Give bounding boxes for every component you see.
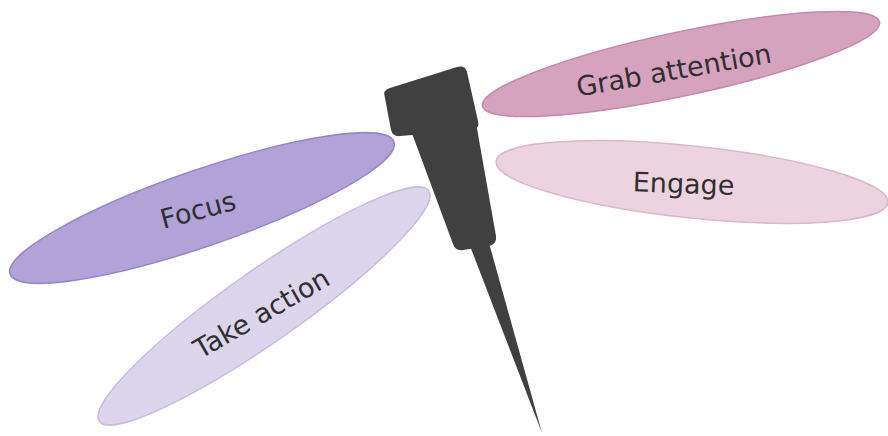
wing-ellipse — [79, 161, 450, 436]
wing-label: Engage — [633, 166, 736, 201]
wing-node: Grab attention — [475, 0, 888, 139]
wing-ellipse — [476, 0, 886, 138]
dragonfly-head — [384, 67, 478, 137]
dragonfly-tail — [470, 243, 542, 433]
wing-node: Engage — [491, 125, 888, 240]
wing-ellipse — [492, 126, 888, 239]
